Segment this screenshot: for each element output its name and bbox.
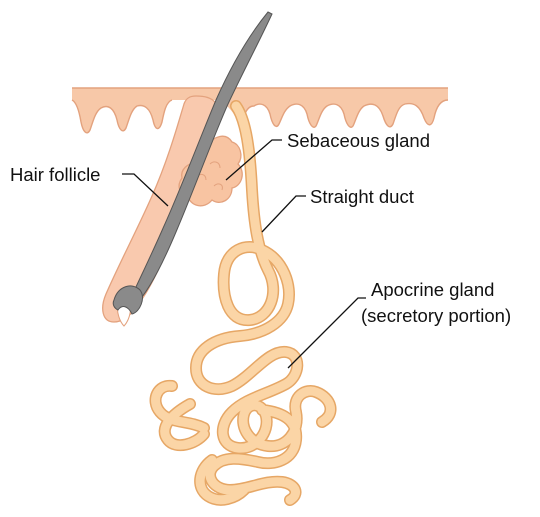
label-sebaceous-gland: Sebaceous gland	[287, 130, 430, 151]
label-secretory-portion: (secretory portion)	[361, 305, 511, 326]
label-apocrine-gland: Apocrine gland	[371, 279, 494, 300]
epidermis	[72, 88, 448, 133]
hair-follicle-sheath	[103, 96, 217, 322]
straight-duct-leader	[262, 196, 306, 232]
label-hair-follicle: Hair follicle	[10, 164, 100, 185]
label-straight-duct: Straight duct	[310, 186, 414, 207]
